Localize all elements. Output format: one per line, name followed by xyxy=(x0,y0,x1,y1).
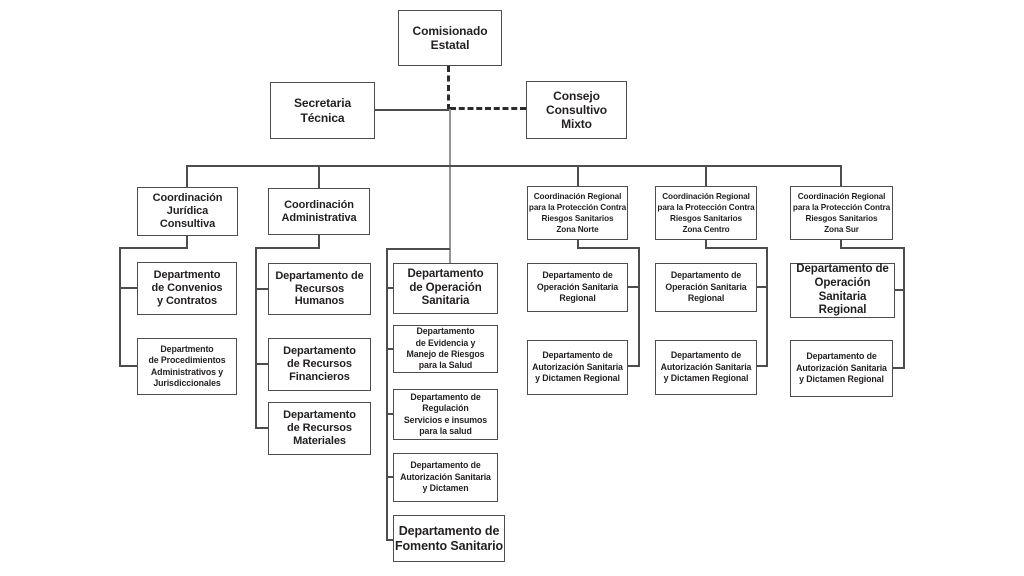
connector-line xyxy=(894,289,905,291)
connector-line xyxy=(119,365,137,367)
connector-line xyxy=(186,165,842,167)
connector-line xyxy=(840,165,842,187)
connector-line xyxy=(255,288,268,290)
connector-line xyxy=(628,365,639,367)
connector-line xyxy=(386,248,450,250)
node-departamento-recursos-materiales: Departamento de Recursos Materiales xyxy=(268,402,371,455)
node-consejo-consultivo-mixto: Consejo Consultivo Mixto xyxy=(526,81,627,139)
connector-line xyxy=(255,247,319,249)
connector-line xyxy=(255,427,268,429)
node-norte-autorizacion-dictamen-regional: Departamento de Autorización Sanitaria y… xyxy=(527,340,628,395)
node-coordinacion-regional-zona-centro: Coordinación Regional para la Protección… xyxy=(655,186,757,240)
node-secretaria-tecnica: Secretaria Técnica xyxy=(270,82,375,139)
connector-line xyxy=(375,109,450,111)
connector-line xyxy=(757,365,767,367)
connector-line xyxy=(186,236,188,249)
node-coordinacion-juridica-consultiva: Coordinación Jurídica Consultiva xyxy=(137,187,238,236)
node-departamento-evidencia-riesgos: Departamento de Evidencia y Manejo de Ri… xyxy=(393,325,498,373)
connector-dashed-vertical xyxy=(447,66,450,110)
node-norte-operacion-sanitaria-regional: Departamento de Operación Sanitaria Regi… xyxy=(527,263,628,312)
node-coordinacion-regional-zona-norte: Coordinación Regional para la Protección… xyxy=(527,186,628,240)
connector-line xyxy=(628,286,639,288)
connector-trunk xyxy=(449,109,451,264)
connector-line xyxy=(318,235,320,249)
node-departamento-operacion-sanitaria: Departamento de Operación Sanitaria xyxy=(393,263,498,314)
connector-line xyxy=(318,165,320,189)
node-coordinacion-regional-zona-sur: Coordinación Regional para la Protección… xyxy=(790,186,893,240)
connector-line xyxy=(840,247,905,249)
node-centro-operacion-sanitaria-regional: Departamento de Operación Sanitaria Regi… xyxy=(655,263,757,312)
node-coordinacion-administrativa: Coordinación Administrativa xyxy=(268,188,370,235)
node-departamento-fomento-sanitario: Departamento de Fomento Sanitario xyxy=(393,515,505,562)
node-departamento-recursos-humanos: Departamento de Recursos Humanos xyxy=(268,263,371,315)
connector-line xyxy=(705,240,707,249)
node-departamento-regulacion: Departamento de Regulación Servicios e i… xyxy=(393,389,498,440)
connector-line xyxy=(386,476,394,478)
node-sur-autorizacion-dictamen-regional: Departamento de Autorización Sanitaria y… xyxy=(790,340,893,397)
connector-line xyxy=(119,247,121,367)
connector-line xyxy=(638,247,640,367)
node-centro-autorizacion-dictamen-regional: Departamento de Autorización Sanitaria y… xyxy=(655,340,757,395)
connector-line xyxy=(255,247,257,429)
connector-line xyxy=(903,247,905,369)
connector-line xyxy=(386,248,388,541)
connector-line xyxy=(119,247,187,249)
connector-line xyxy=(577,240,579,249)
connector-dashed-horizontal xyxy=(450,107,526,110)
connector-line xyxy=(255,363,268,365)
node-sur-operacion-sanitaria-regional: Departamento de Operación Sanitaria Regi… xyxy=(790,263,895,318)
connector-line xyxy=(386,539,394,541)
connector-line xyxy=(577,247,639,249)
node-departamento-procedimientos: Departmento de Procedimientos Administra… xyxy=(137,338,237,395)
connector-line xyxy=(893,367,905,369)
node-departamento-recursos-financieros: Departamento de Recursos Financieros xyxy=(268,338,371,391)
connector-line xyxy=(840,240,842,249)
connector-line xyxy=(705,247,767,249)
connector-line xyxy=(577,165,579,187)
connector-line xyxy=(757,286,767,288)
connector-line xyxy=(766,247,768,367)
connector-line xyxy=(119,287,137,289)
connector-line xyxy=(386,413,394,415)
node-comisionado-estatal: Comisionado Estatal xyxy=(398,10,502,66)
node-departamento-autorizacion-dictamen: Departamento de Autorización Sanitaria y… xyxy=(393,453,498,502)
connector-line xyxy=(386,287,394,289)
node-departamento-convenios-contratos: Departmento de Convenios y Contratos xyxy=(137,262,237,315)
connector-line xyxy=(386,348,394,350)
connector-line xyxy=(186,165,188,188)
connector-line xyxy=(705,165,707,187)
